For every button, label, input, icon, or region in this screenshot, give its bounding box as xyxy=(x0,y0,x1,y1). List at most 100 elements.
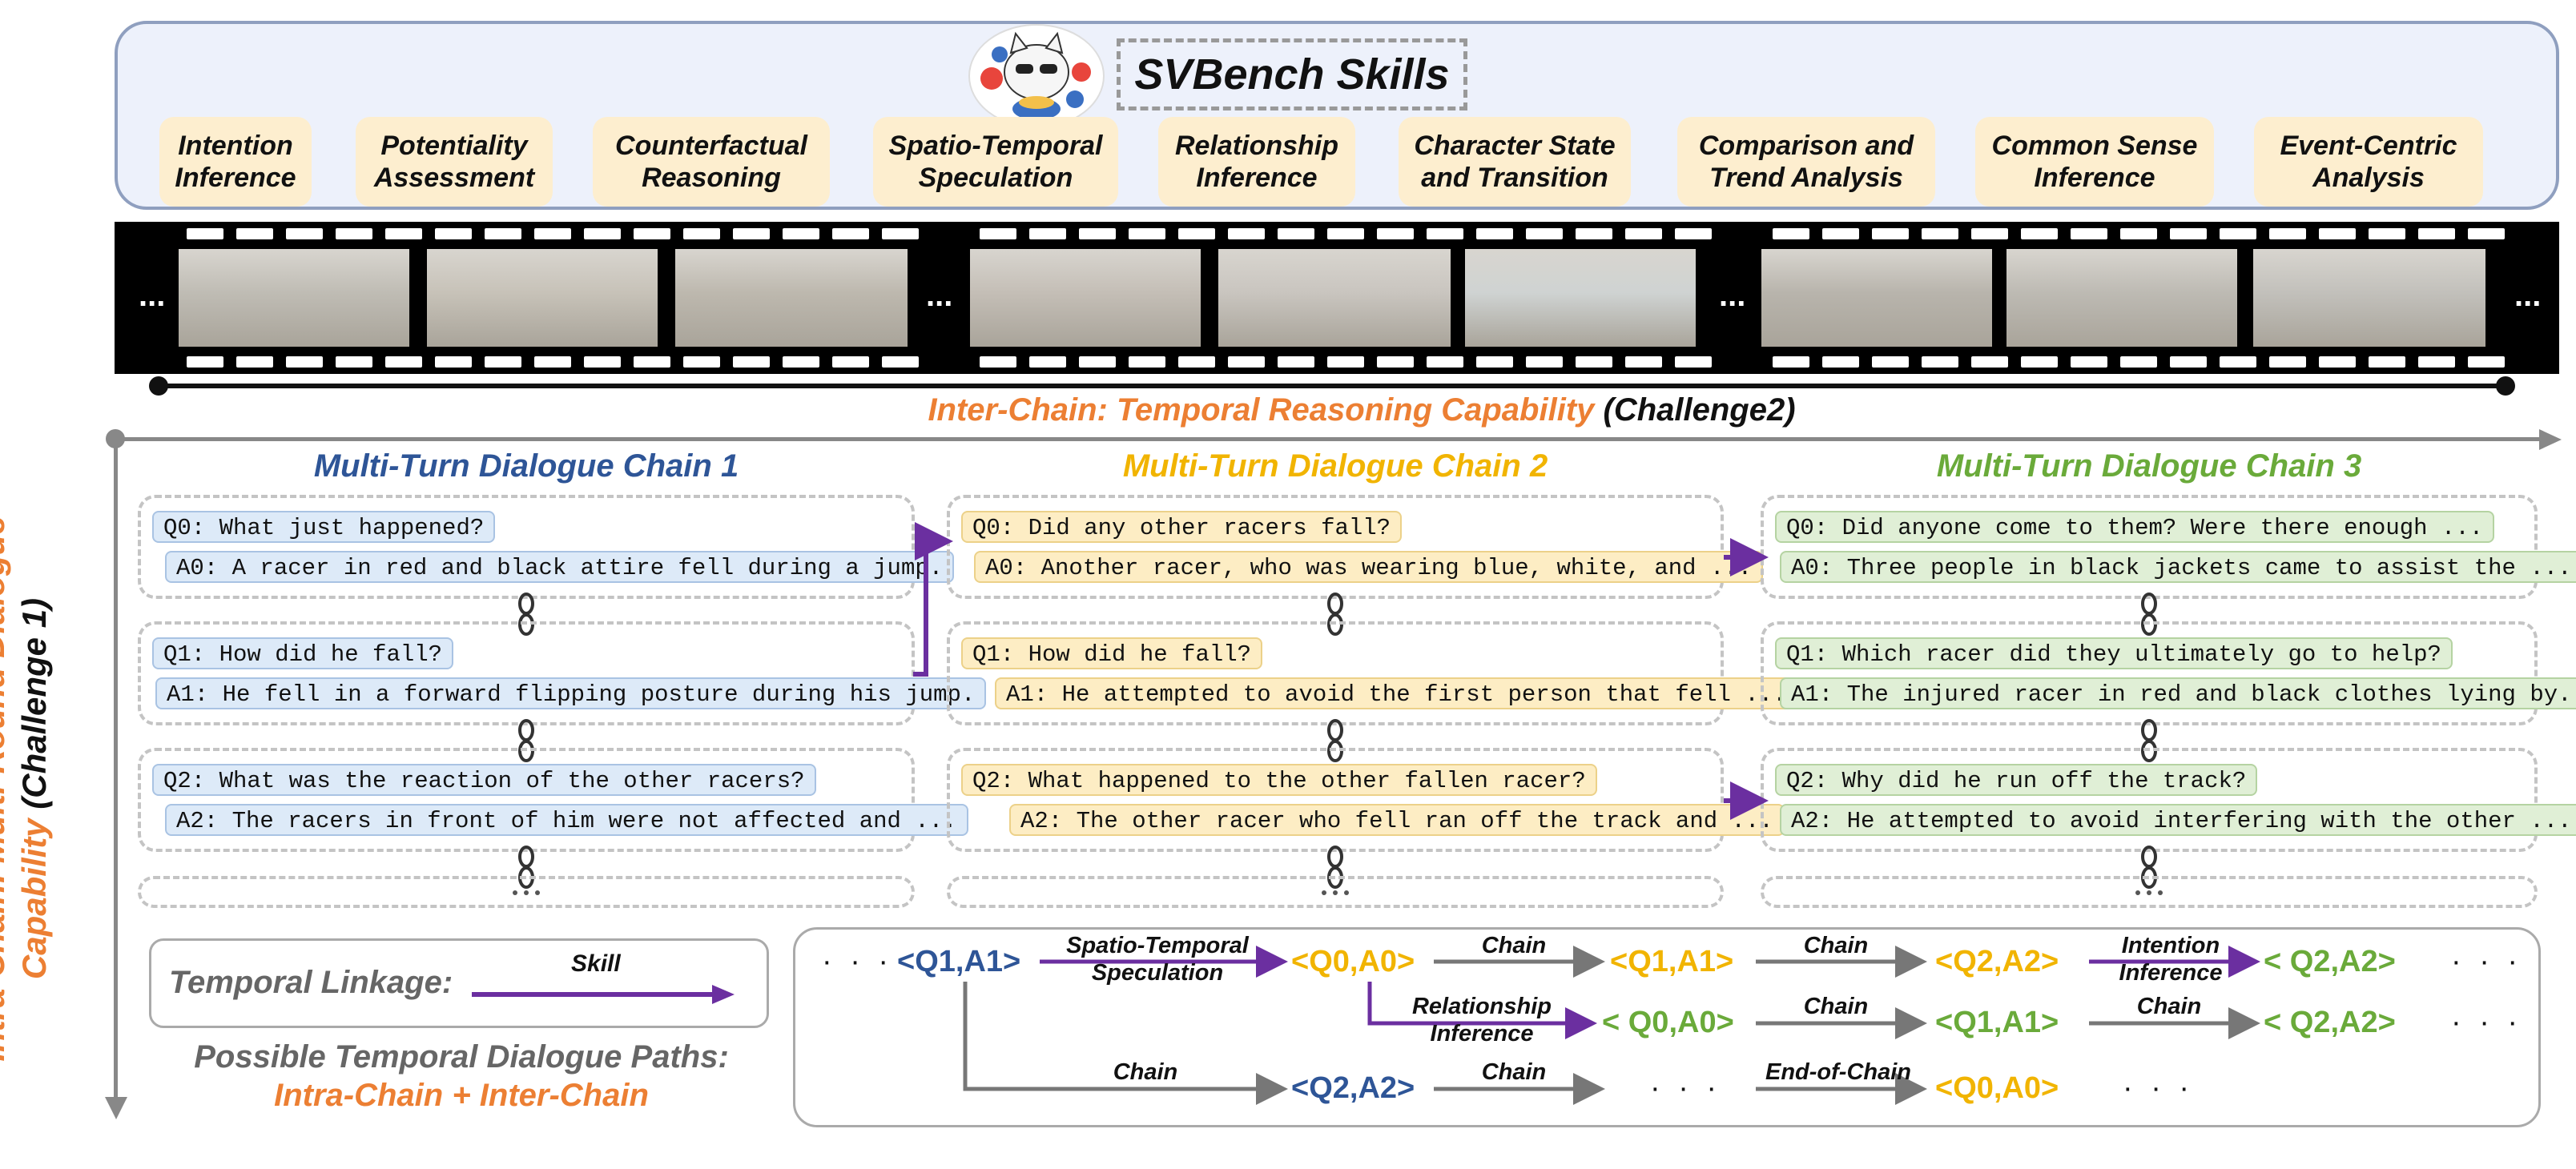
film-hole xyxy=(1675,356,1712,368)
answer-bubble: A2: The racers in front of him were not … xyxy=(165,804,968,836)
film-hole xyxy=(2319,228,2356,239)
answer-bubble: A1: He attempted to avoid the first pers… xyxy=(995,677,1798,709)
skill-common-sense: Common Sense Inference xyxy=(1975,117,2214,207)
film-hole xyxy=(2269,228,2306,239)
video-frame xyxy=(675,249,908,347)
video-filmstrip: ... ... ... ... xyxy=(115,222,2559,374)
path-node-q0a0-c2: <Q0,A0> xyxy=(1935,1071,2059,1105)
video-frame xyxy=(427,249,658,347)
film-hole xyxy=(534,228,571,239)
film-hole xyxy=(2021,356,2058,368)
film-hole xyxy=(1377,228,1414,239)
film-hole xyxy=(882,228,919,239)
inter-chain-axis xyxy=(115,437,2550,441)
skill-potentiality-assessment: Potentiality Assessment xyxy=(356,117,553,207)
film-ellipsis: ... xyxy=(2514,278,2542,313)
chain-title: Multi-Turn Dialogue Chain 2 xyxy=(1122,448,1548,484)
film-hole xyxy=(2468,356,2505,368)
film-hole xyxy=(2220,228,2256,239)
film-hole xyxy=(2170,356,2207,368)
path-edge-label: End-of-Chain xyxy=(1765,1059,1911,1085)
path-node-q2a2-c1: <Q2,A2> xyxy=(1291,1071,1415,1105)
dialogue-turn-group: Q1: How did he fall?A1: He attempted to … xyxy=(947,621,1798,725)
chain-ellipsis xyxy=(2133,874,2165,908)
dialogue-turn-placeholder xyxy=(947,876,1724,908)
skill-counterfactual-reasoning: Counterfactual Reasoning xyxy=(593,117,830,207)
title-frame xyxy=(1117,38,1467,110)
legend-colon: : xyxy=(441,965,453,1000)
legend-box: Temporal Linkage: Skill xyxy=(149,938,769,1028)
skill-relationship-inference: Relationship Inference xyxy=(1158,117,1355,207)
inter-chain-label: Inter-Chain: Temporal Reasoning Capabili… xyxy=(801,392,1922,428)
legend-arrow-label: Skill xyxy=(571,950,621,977)
film-hole xyxy=(1872,356,1909,368)
film-hole xyxy=(783,228,819,239)
timeline-start-dot xyxy=(149,376,168,396)
film-hole xyxy=(1922,228,1958,239)
answer-bubble: A2: The other racer who fell ran off the… xyxy=(1009,804,1785,836)
film-hole xyxy=(286,356,323,368)
film-hole xyxy=(832,356,869,368)
inter-chain-text: Inter-Chain: Temporal Reasoning Capabili… xyxy=(928,392,1595,428)
path-edge-label: Chain xyxy=(1803,994,1869,1019)
page-title: SVBench Skills xyxy=(1134,50,1450,98)
connector-c1-c2 xyxy=(913,522,953,677)
film-hole xyxy=(2220,356,2256,368)
chain-link-icon xyxy=(1323,593,1347,640)
video-frame xyxy=(1218,249,1451,347)
film-hole xyxy=(1822,356,1859,368)
film-hole xyxy=(1526,228,1563,239)
film-hole xyxy=(1327,228,1364,239)
film-hole xyxy=(1971,228,2008,239)
timeline-end-dot xyxy=(2496,376,2515,396)
film-hole xyxy=(832,228,869,239)
film-hole xyxy=(584,228,621,239)
skill-event-centric: Event-Centric Analysis xyxy=(2254,117,2483,207)
video-frame xyxy=(179,249,409,347)
film-hole xyxy=(634,228,670,239)
chain-link-icon xyxy=(2137,719,2161,766)
film-hole xyxy=(1773,356,1809,368)
film-hole xyxy=(2418,356,2455,368)
chain-link-icon xyxy=(1323,719,1347,766)
film-hole xyxy=(187,356,223,368)
film-hole xyxy=(1872,228,1909,239)
path-node-q1a1-c3: <Q1,A1> xyxy=(1935,1006,2059,1039)
chain-link-icon xyxy=(514,719,538,766)
film-hole xyxy=(2071,356,2107,368)
intra-chain-axis xyxy=(114,437,118,1107)
film-hole xyxy=(1476,356,1513,368)
dialogue-turn-group: Q2: What happened to the other fallen ra… xyxy=(947,748,1785,852)
path-edge-label: Spatio-Temporal Speculation xyxy=(1066,933,1249,986)
film-hole xyxy=(1178,356,1215,368)
chain-title: Multi-Turn Dialogue Chain 1 xyxy=(313,448,739,484)
video-frame xyxy=(2253,249,2485,347)
path-node-q2a2-c3: < Q2,A2> xyxy=(2264,945,2396,978)
film-hole xyxy=(634,356,670,368)
film-hole xyxy=(435,228,472,239)
film-hole xyxy=(286,228,323,239)
dialogue-turn-group: Q1: Which racer did they ultimately go t… xyxy=(1761,621,2576,725)
legend-skill-arrow xyxy=(472,985,735,1004)
film-hole xyxy=(336,356,372,368)
film-hole xyxy=(1576,228,1612,239)
question-bubble: Q1: Which racer did they ultimately go t… xyxy=(1775,637,2453,669)
path-edge-label: Chain xyxy=(2136,994,2202,1019)
film-hole xyxy=(485,356,521,368)
film-hole xyxy=(2071,228,2107,239)
dialogue-turn-group: Q0: Did anyone come to them? Were there … xyxy=(1761,495,2576,599)
video-frame xyxy=(1761,249,1992,347)
film-hole xyxy=(1675,228,1712,239)
film-hole xyxy=(2369,228,2405,239)
film-hole xyxy=(980,356,1016,368)
path-edge-label: Relationship Inference xyxy=(1411,994,1552,1046)
film-hole xyxy=(1129,228,1165,239)
film-hole xyxy=(336,228,372,239)
path-node-q2a2-c2: <Q2,A2> xyxy=(1935,945,2059,978)
film-hole xyxy=(1625,356,1662,368)
film-hole xyxy=(683,228,720,239)
paths-caption-line1: Possible Temporal Dialogue Paths: xyxy=(194,1039,729,1075)
question-bubble: Q0: What just happened? xyxy=(152,511,496,543)
film-hole xyxy=(1327,356,1364,368)
